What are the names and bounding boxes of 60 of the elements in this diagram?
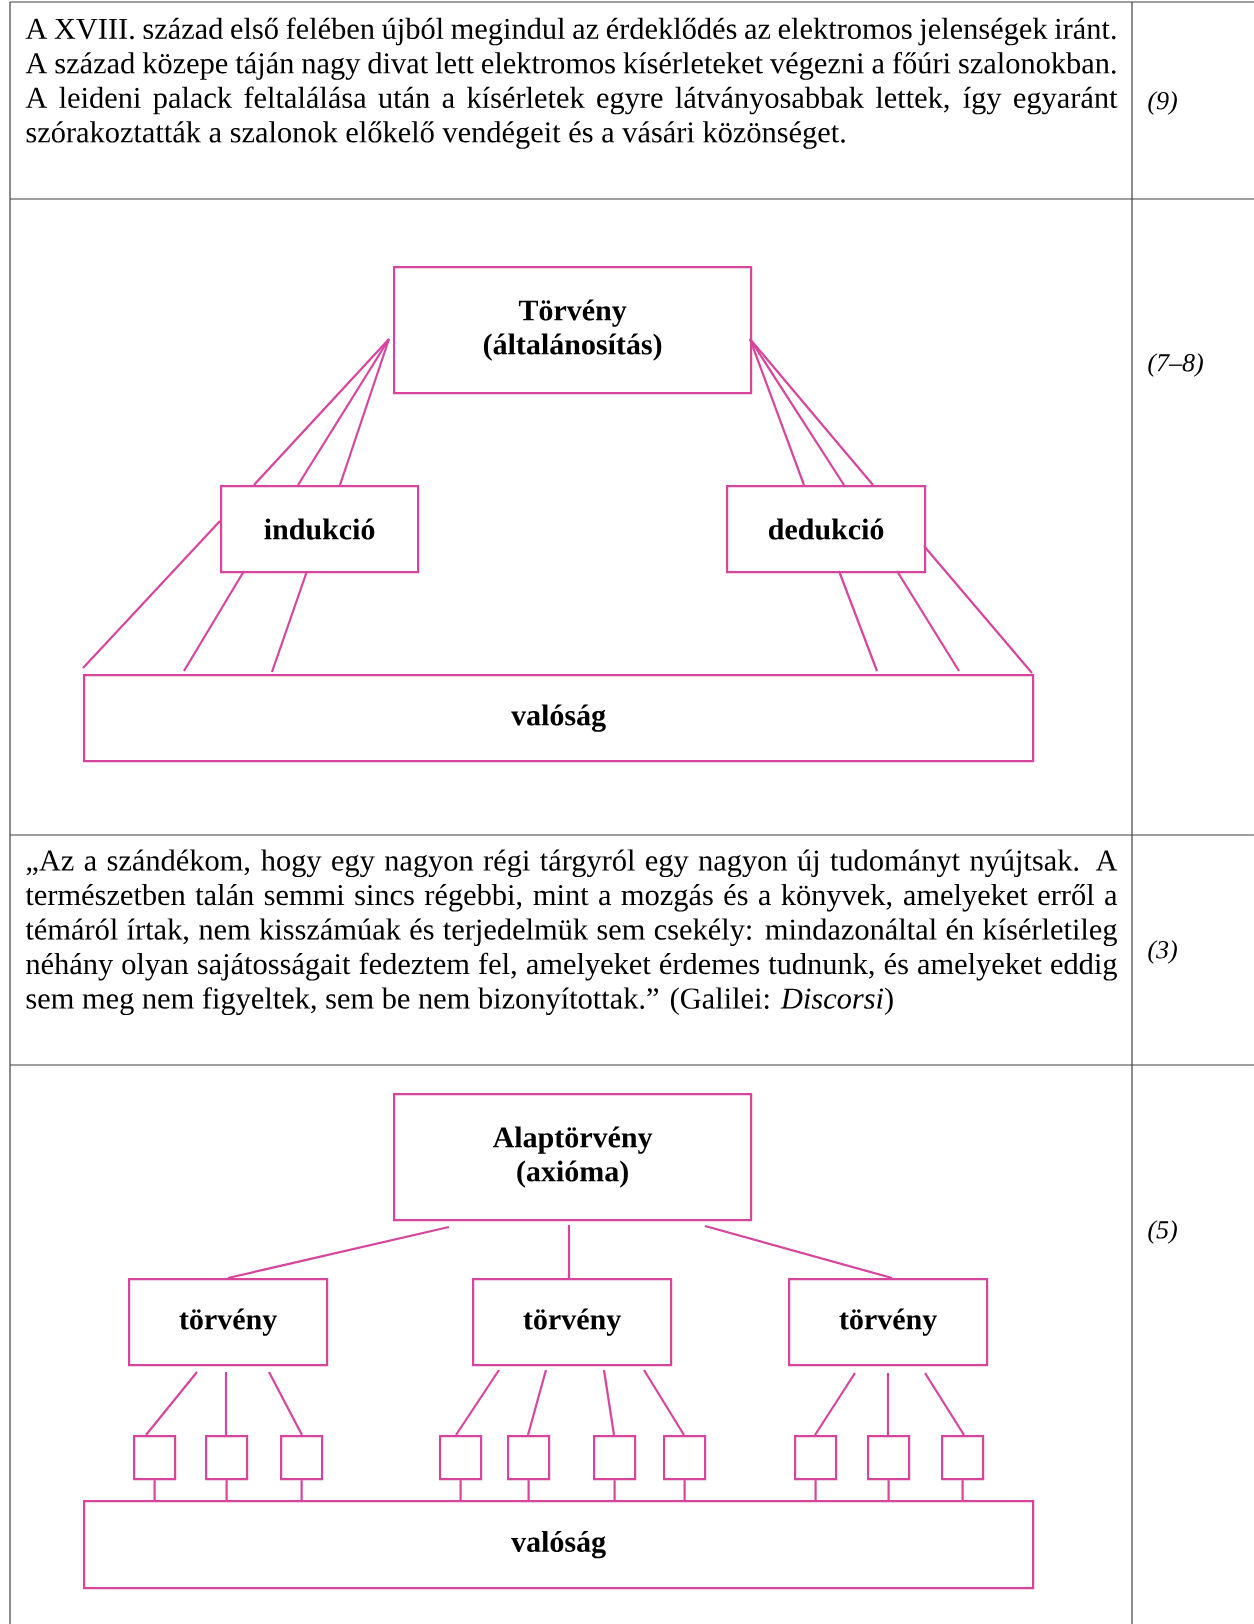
connector-line: [338, 338, 391, 486]
concept-box: dedukció: [726, 485, 927, 574]
concept-box: törvény: [472, 1278, 673, 1367]
connector-line: [602, 1369, 616, 1436]
connector-line: [224, 1372, 228, 1435]
connector-line: [145, 1371, 198, 1436]
connector-line: [82, 520, 221, 669]
connector-line: [748, 338, 806, 486]
connector-line: [225, 1480, 228, 1500]
connector-line: [455, 1369, 500, 1436]
connector-line: [270, 570, 309, 673]
connector-line: [814, 1372, 856, 1436]
connector-line: [749, 338, 874, 486]
connector-line: [153, 1480, 156, 1500]
concept-box: törvény: [788, 1278, 989, 1367]
connector-line: [253, 338, 390, 486]
connector-line: [837, 570, 879, 672]
connector-line: [526, 1369, 548, 1436]
concept-box: indukció: [220, 485, 420, 574]
small-square: [439, 1435, 483, 1481]
concept-box: Törvény (általánosítás): [393, 266, 753, 395]
connector-line: [887, 1480, 890, 1500]
connector-line: [527, 1480, 530, 1500]
connector-line: [704, 1224, 893, 1280]
concept-box: törvény: [128, 1278, 329, 1367]
small-square: [663, 1435, 707, 1481]
connector-line: [613, 1480, 616, 1500]
connector-line: [749, 338, 845, 486]
connector-line: [643, 1369, 685, 1436]
connector-line: [961, 1480, 964, 1500]
paragraph-text: „Az a szándékom, hogy egy nagyon régi tárgyról egy nagyon új tudományt nyújtsak. A természetben talán semmi sincs régebbi, mint a mozgás és a könyvek, amelyeket erről a témáról írtak, nem kisszámúak és terjedelmük sem csekély: mindazonáltal én kísérletileg néhány olyan sajátosságait fedeztem fel, amelyeket érdemes tudnunk, és amelyeket eddig sem meg nem figyeltek, sem be nem bizonyítottak.” (Galilei: Discorsi): [25, 849, 1118, 1016]
connector-line: [183, 570, 245, 672]
connector-line: [268, 1371, 303, 1436]
small-square: [280, 1435, 324, 1481]
score-label: (9): [1148, 91, 1177, 115]
reality-box: valóság: [83, 674, 1035, 763]
connector-line: [297, 338, 390, 486]
paragraph-text: A XVIII. század első felében újból megindul az érdeklődés az elektromos jelenségek iránt. A század közepe táján nagy divat lett elektromos kísérleteket végezni a főúri szalonokban. A leideni palack feltalálása után a kísérletek egyre látványosabbak lettek, így egyaránt szórakoztatták a szalonok előkelő vendégeit és a vásári közönséget.: [25, 17, 1118, 149]
small-square: [867, 1435, 911, 1481]
connector-line: [896, 570, 960, 672]
score-label: (3): [1148, 940, 1177, 964]
connector-line: [567, 1225, 571, 1278]
concept-box: Alaptörvény (axióma): [393, 1093, 753, 1222]
score-label: (5): [1148, 1220, 1177, 1244]
connector-line: [886, 1373, 890, 1435]
connector-line: [924, 1372, 965, 1436]
connector-line: [814, 1480, 817, 1500]
small-square: [133, 1435, 177, 1481]
reality-box: valóság: [83, 1500, 1035, 1590]
connector-line: [227, 1225, 450, 1280]
small-square: [941, 1435, 985, 1481]
score-label: (7–8): [1148, 353, 1203, 377]
small-square: [507, 1435, 551, 1481]
small-square: [205, 1435, 249, 1481]
connector-line: [923, 545, 1033, 674]
small-square: [593, 1435, 637, 1481]
connector-line: [459, 1480, 462, 1500]
small-square: [794, 1435, 838, 1481]
connector-line: [300, 1480, 303, 1500]
connector-line: [683, 1480, 686, 1500]
